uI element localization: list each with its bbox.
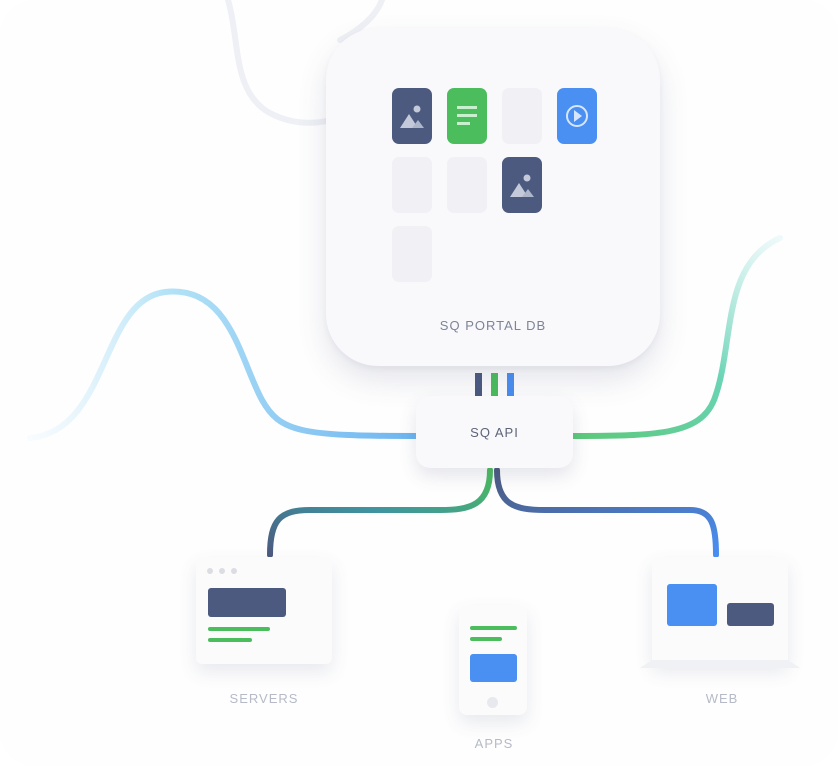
servers-label: SERVERS [229, 691, 299, 706]
app-line [470, 637, 502, 641]
empty-tile [392, 226, 432, 282]
api-label: SQ API [470, 425, 519, 440]
server-block [208, 588, 286, 617]
home-button-icon [487, 697, 498, 708]
apps-label: APPS [474, 736, 514, 751]
apps-node [459, 605, 527, 715]
document-icon [457, 106, 477, 125]
empty-tile [502, 88, 542, 144]
image-tile [502, 157, 542, 213]
db-label: SQ PORTAL DB [439, 318, 547, 333]
window-dot [219, 568, 225, 574]
image-tile [392, 88, 432, 144]
image-icon [400, 105, 424, 128]
image-icon [510, 174, 534, 197]
server-line [208, 627, 270, 631]
app-block [470, 654, 517, 682]
web-node [652, 557, 788, 664]
document-tile [447, 88, 487, 144]
laptop-base [640, 660, 800, 668]
window-dot [207, 568, 213, 574]
web-block-small [727, 603, 774, 626]
play-icon [566, 105, 588, 127]
api-node: SQ API [416, 396, 573, 468]
empty-tile [447, 157, 487, 213]
video-tile [557, 88, 597, 144]
server-line [208, 638, 252, 642]
window-dot [231, 568, 237, 574]
app-line [470, 626, 517, 630]
portal-db-card: SQ PORTAL DB [326, 28, 660, 366]
web-label: WEB [705, 691, 739, 706]
empty-tile [392, 157, 432, 213]
servers-node [196, 557, 332, 664]
web-block-large [667, 584, 717, 626]
